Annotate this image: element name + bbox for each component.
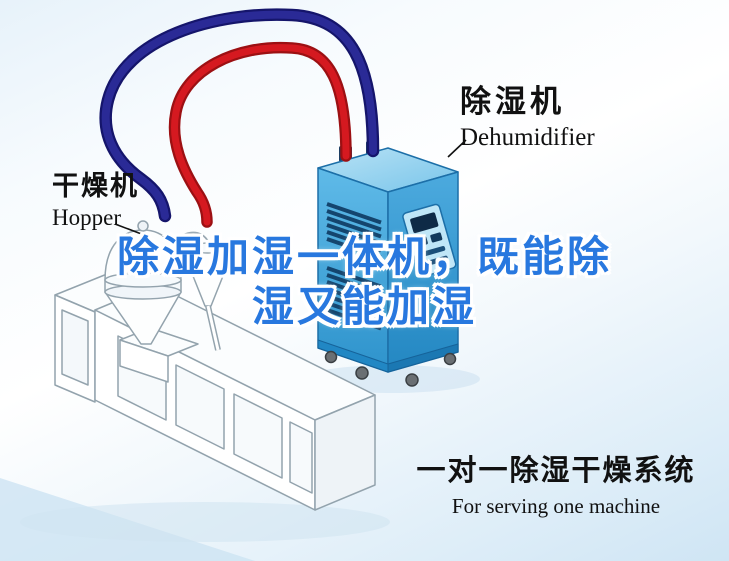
body-panel: [233, 393, 283, 479]
dehumidifier-illustration: [317, 141, 459, 387]
hoses: [99, 8, 380, 228]
hopper-knob: [137, 220, 149, 232]
body-side: [314, 394, 376, 511]
machine-shadow: [20, 502, 390, 542]
hopper-dome-rim: [104, 272, 182, 288]
hopper-dryer-illustration: [104, 220, 224, 351]
panel-display: [410, 212, 439, 234]
hopper-label: 干燥机 Hopper: [52, 164, 139, 231]
hopper-leader-line: [114, 223, 153, 239]
leader-lines: [114, 139, 467, 239]
vent-grille-upper: [326, 202, 382, 260]
system-label-zh: 一对一除湿干燥系统: [416, 455, 696, 487]
vent-grille-lower: [326, 266, 382, 331]
dehumidifier-label-en: Dehumidifier: [460, 124, 595, 151]
system-label: 一对一除湿干燥系统 For serving one machine: [408, 447, 704, 519]
headline-line1: 除湿加湿一体机，既能除: [116, 233, 612, 280]
gearbox-door: [61, 309, 89, 386]
system-label-en: For serving one machine: [451, 494, 661, 518]
blue-hose: [101, 10, 377, 220]
control-panel: [402, 203, 457, 278]
headline: 除湿加湿一体机，既能除 湿又能加湿: [0, 232, 729, 332]
panel-button: [415, 236, 428, 247]
panel-button: [430, 232, 443, 243]
dehumidifier-label-zh: 除湿机: [460, 84, 565, 119]
caster-wheels: [324, 350, 457, 387]
dehumidifier-leader-line: [447, 139, 467, 158]
duct-inner: [168, 233, 209, 252]
cyclone-pipe-inner: [206, 305, 220, 351]
hopper-label-en: Hopper: [52, 205, 121, 230]
body-panel: [289, 421, 313, 494]
hopper-label-zh: 干燥机: [52, 171, 139, 201]
body-panel: [175, 364, 225, 450]
red-hose: [171, 44, 350, 226]
cyclone-top: [192, 242, 224, 254]
pedestal-front: [119, 339, 169, 383]
panel-slot: [422, 255, 448, 267]
base-side: [387, 343, 459, 373]
panel-slot: [419, 246, 446, 258]
headline-line2: 湿又能加湿: [251, 283, 477, 330]
dehumidifier-label: 除湿机 Dehumidifier: [460, 76, 595, 152]
